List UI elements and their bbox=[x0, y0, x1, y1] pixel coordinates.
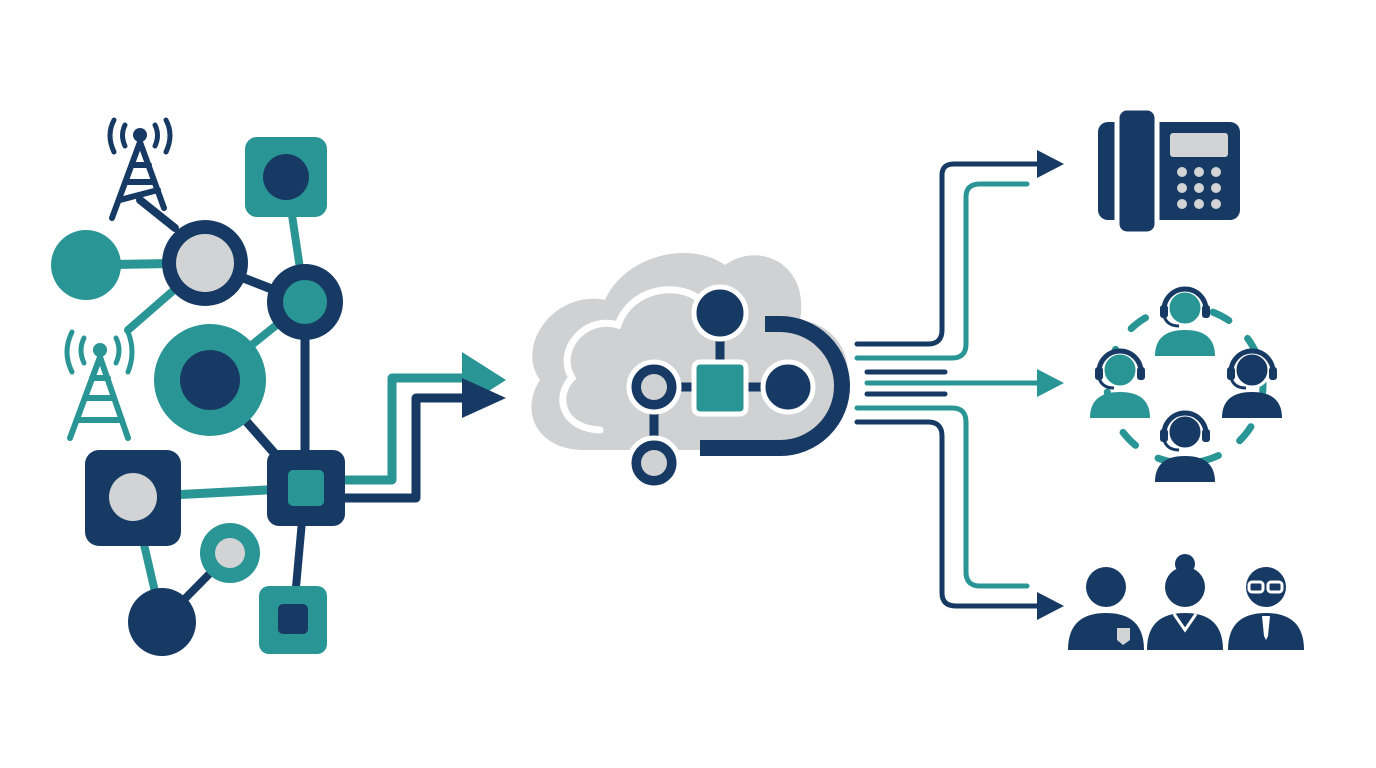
connector-line bbox=[854, 161, 1043, 347]
connector-line bbox=[854, 181, 1030, 361]
person-icon bbox=[1068, 567, 1144, 650]
radio-tower-icon bbox=[64, 329, 135, 441]
network-to-cloud-arrows bbox=[345, 352, 506, 503]
desk-phone-icon bbox=[1098, 105, 1240, 237]
arrow-head bbox=[1037, 150, 1064, 178]
headset-agent-icon bbox=[1155, 410, 1215, 482]
person-icon bbox=[1228, 567, 1304, 650]
arrow-head bbox=[1037, 592, 1064, 620]
network-node bbox=[200, 523, 260, 583]
headset-agent-icon bbox=[1155, 286, 1215, 356]
cloud-to-destinations-lines bbox=[854, 150, 1064, 620]
headset-agent-icon bbox=[1222, 348, 1282, 418]
arrow-head bbox=[1037, 369, 1064, 397]
source-network bbox=[51, 117, 345, 656]
cloud-icon bbox=[531, 252, 848, 450]
network-node bbox=[245, 137, 327, 217]
call-center-agents-icon bbox=[1090, 286, 1282, 482]
arrow-head bbox=[462, 378, 506, 418]
network-node bbox=[267, 264, 343, 340]
connector-line bbox=[345, 373, 470, 485]
person-icon bbox=[1147, 554, 1223, 650]
cloud-hub bbox=[531, 252, 850, 491]
network-node bbox=[259, 586, 327, 654]
connector-line bbox=[854, 405, 1030, 589]
business-people-icon bbox=[1068, 554, 1304, 650]
headset-agent-icon bbox=[1090, 348, 1150, 418]
network-node bbox=[51, 230, 121, 300]
network-hub-icon bbox=[626, 284, 816, 491]
network-node bbox=[128, 588, 196, 656]
radio-tower-icon bbox=[107, 117, 173, 221]
network-edge bbox=[136, 196, 179, 232]
cloud-outline bbox=[700, 316, 850, 456]
network-node bbox=[162, 220, 248, 306]
connector-line bbox=[345, 393, 470, 503]
network-node bbox=[154, 324, 266, 436]
network-node bbox=[85, 450, 181, 546]
network-node bbox=[267, 450, 345, 526]
connector-line bbox=[854, 419, 1043, 609]
